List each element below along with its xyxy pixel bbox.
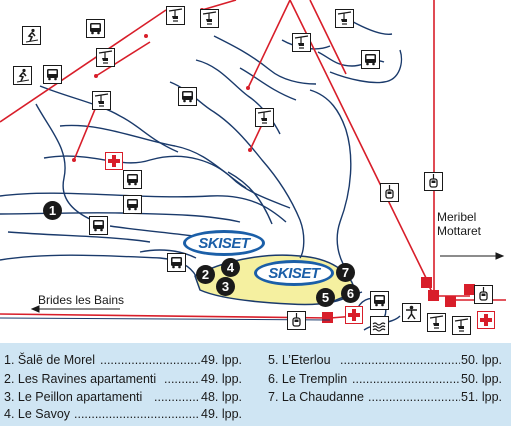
gondola-icon [380,183,399,202]
bus-icon [123,195,142,214]
hotel-marker-3[interactable]: 3 [216,277,235,296]
place-label-brides: Brides les Bains [38,293,125,307]
gondola-icon [474,285,493,304]
chairlift-icon [92,91,111,110]
swimming-pool-icon [370,316,389,335]
bus-icon [86,19,105,38]
person-icon [402,303,421,322]
place-label-mottaret: Mottaret [437,224,482,238]
legend-item-page: 50. lpp. [461,353,503,367]
bus-icon [89,216,108,235]
skiset-logo: SKISET [183,230,265,256]
legend-item-name: 3. Le Peillon apartamenti [4,390,143,404]
hotel-marker-5[interactable]: 5 [316,288,335,307]
gondola-icon [424,172,443,191]
place-label-meribel: Meribel [437,210,477,224]
bus-icon [43,65,62,84]
bus-icon [361,50,380,69]
legend-item-name: 2. Les Ravines apartamenti [4,372,157,386]
chairlift-icon [452,316,471,335]
bus-icon [123,170,142,189]
legend-item-name: 7. La Chaudanne [268,390,364,404]
legend-item-page: 49. lpp. [201,353,243,367]
hotel-marker-2[interactable]: 2 [196,265,215,284]
first-aid-icon [345,306,363,324]
hotel-marker-1[interactable]: 1 [43,201,62,220]
legend-item-name: 5. L’Eterlou [268,353,331,367]
cross-country-ski-icon [13,66,32,85]
cross-country-ski-icon [22,26,41,45]
legend-item-name: 4. Le Savoy [4,407,71,421]
chairlift-icon [427,313,446,332]
chairlift-icon [166,6,185,25]
gondola-icon [287,311,306,330]
legend-item-page: 48. lpp. [201,390,243,404]
chairlift-icon [255,108,274,127]
chairlift-icon [292,33,311,52]
chairlift-icon [335,9,354,28]
first-aid-icon [105,152,123,170]
chairlift-icon [96,48,115,67]
ski-lifts [0,0,506,319]
legend-item-page: 49. lpp. [201,372,243,386]
legend-item-page: 50. lpp. [461,372,503,386]
map-drawing [0,0,506,331]
first-aid-icon [477,311,495,329]
legend-item-name: 6. Le Tremplin [268,372,348,386]
hotel-marker-4[interactable]: 4 [221,258,240,277]
chairlift-icon [200,9,219,28]
bus-icon [370,291,389,310]
hotel-marker-7[interactable]: 7 [336,263,355,282]
bus-icon [178,87,197,106]
direction-arrows [30,252,505,313]
road [0,317,331,321]
bus-icon [167,253,186,272]
legend-item-page: 49. lpp. [201,407,243,421]
hotel-marker-6[interactable]: 6 [341,284,360,303]
legend-panel: 1. Šalē de Morel .......................… [0,343,511,426]
legend-item-name: 1. Šalē de Morel [4,353,96,367]
skiset-logo: SKISET [254,260,334,286]
resort-map: SKISET SKISET 1 2 3 4 5 6 7 Meribel Mott… [0,0,506,335]
legend-item-page: 51. lpp. [461,390,503,404]
